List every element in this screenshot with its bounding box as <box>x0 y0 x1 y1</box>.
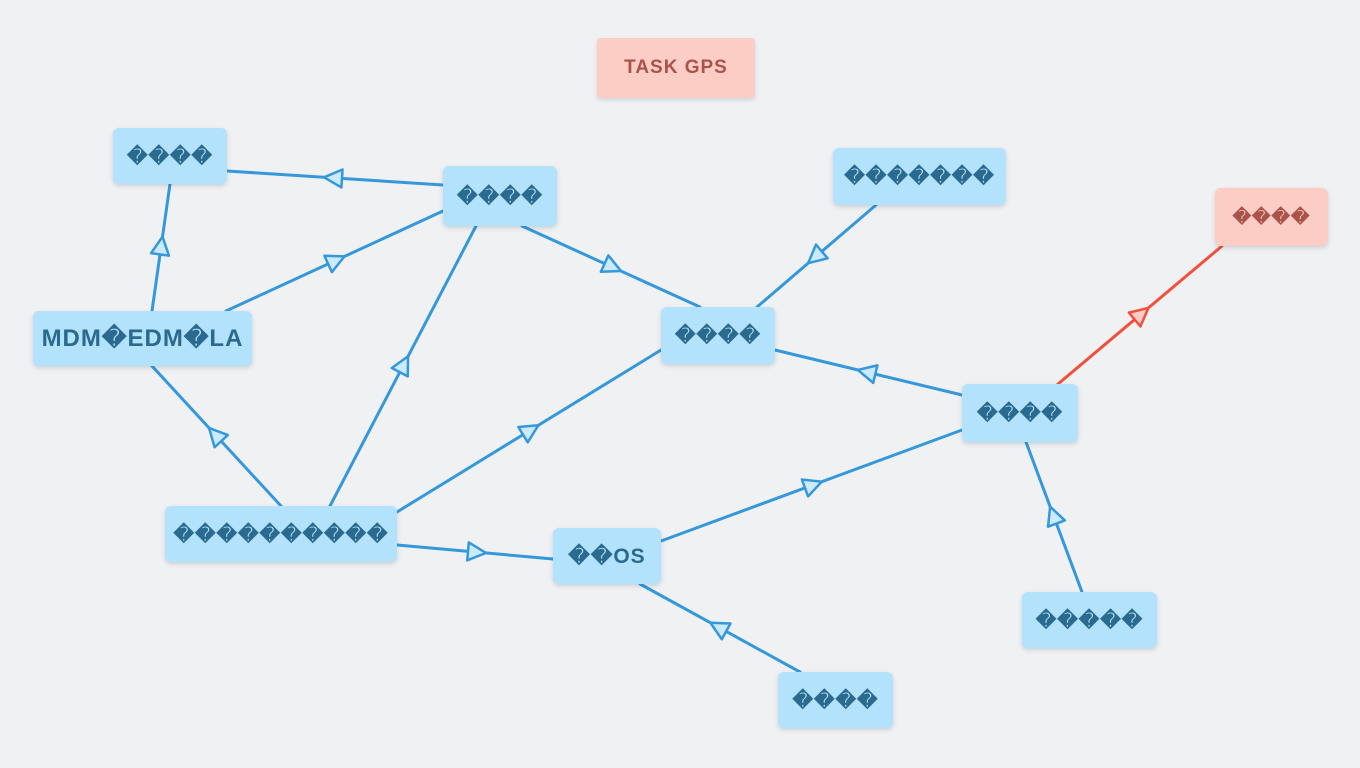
diagram-edge <box>224 209 445 313</box>
diagram-edge <box>395 348 663 514</box>
diagram-node[interactable]: ���� <box>778 672 893 728</box>
diagram-node[interactable]: ���� <box>113 128 227 184</box>
edge-arrowhead-icon <box>806 243 829 265</box>
edge-arrowhead-icon <box>1127 306 1150 328</box>
edge-arrowhead-icon <box>599 254 623 274</box>
edge-arrowhead-icon <box>149 235 171 257</box>
diagram-edge <box>225 168 445 189</box>
node-label: ������� <box>844 166 995 188</box>
diagram-node[interactable]: ���� <box>962 384 1078 442</box>
node-label: ��OS <box>568 544 646 568</box>
node-label: ���� <box>792 689 879 712</box>
node-label: ���� <box>456 185 544 208</box>
edge-line <box>225 169 445 187</box>
edge-line <box>755 203 878 309</box>
edge-line <box>520 224 702 309</box>
diagram-edge <box>755 203 878 309</box>
edge-arrowhead-icon <box>207 426 230 449</box>
edge-line <box>150 182 172 313</box>
edge-line <box>328 224 478 508</box>
edge-arrowhead-icon <box>1046 505 1067 528</box>
diagram-edge <box>1056 244 1224 386</box>
node-label: ���� <box>1232 206 1311 227</box>
edge-line <box>224 209 445 313</box>
diagram-edge <box>395 541 555 562</box>
edge-arrowhead-icon <box>465 541 488 562</box>
node-label: ���� <box>674 325 762 347</box>
diagram-edge <box>328 224 478 508</box>
diagram-node[interactable]: ���������� <box>165 506 397 562</box>
edge-arrowhead-icon <box>322 168 344 189</box>
diagram-node[interactable]: ����� <box>1022 592 1157 648</box>
node-label: ���� <box>126 145 214 168</box>
diagram-node[interactable]: MDM�EDM�LA <box>33 311 252 366</box>
edge-arrowhead-icon <box>323 254 346 274</box>
diagram-node[interactable]: ��OS <box>553 528 661 584</box>
diagram-edge <box>149 182 172 313</box>
diagram-node[interactable]: ���� <box>661 307 775 364</box>
edge-line <box>395 348 663 514</box>
edge-line <box>638 582 802 674</box>
edge-line <box>150 364 283 508</box>
diagram-edge <box>773 348 964 397</box>
diagram-edge <box>1024 440 1084 594</box>
edge-arrowhead-icon <box>856 364 879 385</box>
edge-arrowhead-icon <box>390 354 410 378</box>
node-label: ���������� <box>173 523 389 546</box>
diagram-edge <box>520 224 702 309</box>
diagram-title: TASK GPS <box>597 38 755 98</box>
edge-line <box>1024 440 1084 594</box>
edge-line <box>1056 244 1224 386</box>
edge-arrowhead-icon <box>800 478 824 498</box>
diagram-edge <box>150 364 283 508</box>
edge-arrowhead-icon <box>709 621 732 641</box>
edge-line <box>395 543 555 561</box>
edge-arrowhead-icon <box>517 423 540 444</box>
diagram-edge <box>659 428 964 543</box>
node-label: ���� <box>976 402 1064 425</box>
diagram-node[interactable]: ������� <box>833 148 1006 205</box>
edge-line <box>659 428 964 543</box>
diagram-node[interactable]: ���� <box>443 166 557 226</box>
node-label: MDM�EDM�LA <box>41 325 244 352</box>
diagram-edge <box>638 582 802 674</box>
edge-line <box>773 348 964 397</box>
diagram-node[interactable]: ���� <box>1215 188 1328 246</box>
node-label: ����� <box>1035 609 1144 632</box>
